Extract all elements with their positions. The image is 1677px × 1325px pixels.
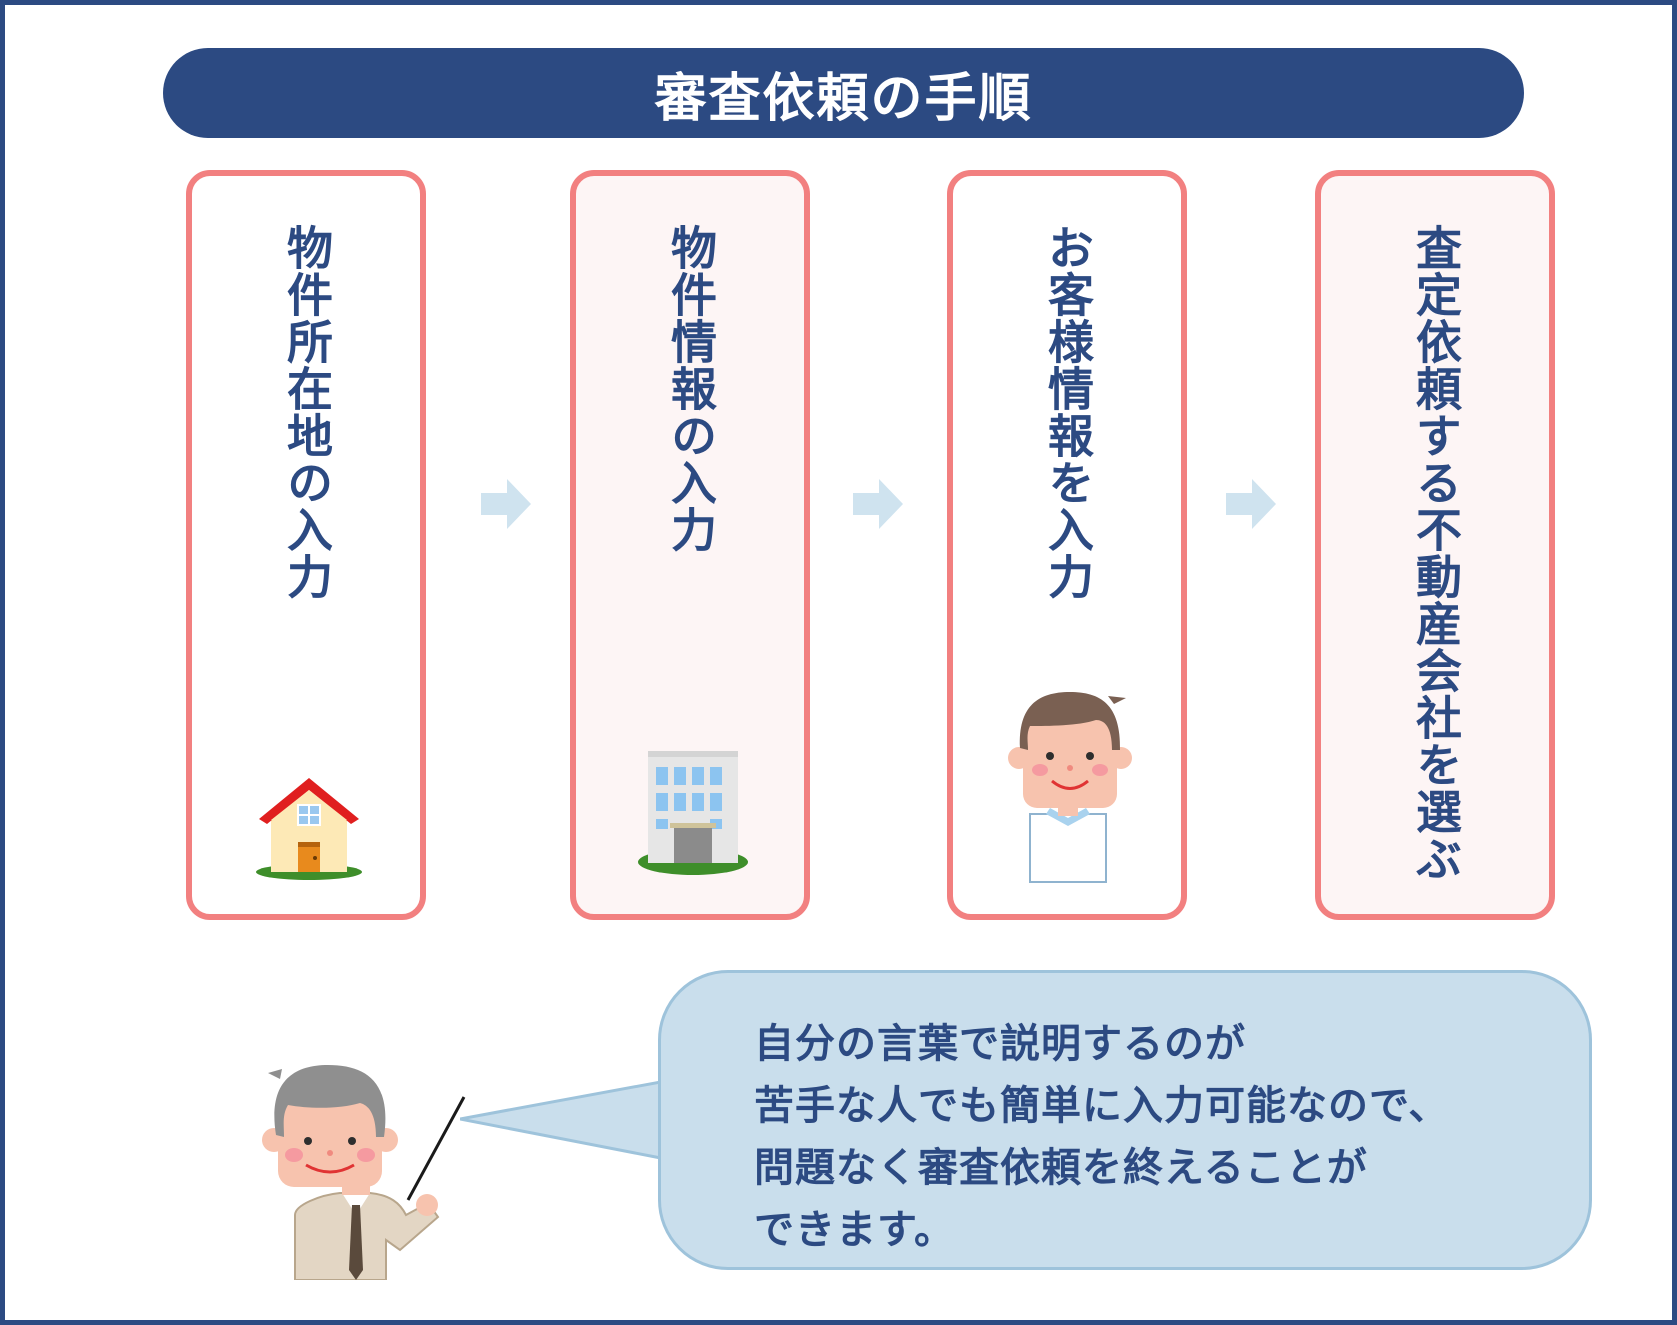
title-banner: 審査依頼の手順 <box>163 48 1524 138</box>
house-icon <box>256 778 362 880</box>
step-label-4: 査定依頼する不動産会社を選ぶ <box>1409 224 1463 882</box>
building-icon <box>638 751 748 875</box>
step-card-3: お客様情報を入力 <box>947 170 1187 920</box>
speech-bubble-tail <box>460 1079 670 1161</box>
arrow-right-icon <box>481 479 531 529</box>
arrow-right-icon <box>1226 479 1276 529</box>
speech-line-1: 自分の言葉で説明するのが <box>754 1021 1246 1067</box>
speech-line-4: できます。 <box>754 1207 955 1253</box>
speech-bubble: 自分の言葉で説明するのが 苦手な人でも簡単に入力可能なので、 問題なく審査依頼を… <box>658 970 1592 1270</box>
step-card-4: 査定依頼する不動産会社を選ぶ <box>1315 170 1555 920</box>
arrow-right-icon <box>853 479 903 529</box>
step-label-2: 物件情報の入力 <box>664 224 718 553</box>
step-label-1: 物件所在地の入力 <box>280 224 334 600</box>
page-title: 審査依頼の手順 <box>654 68 1033 129</box>
customer-icon <box>1008 692 1132 883</box>
step-card-1: 物件所在地の入力 <box>186 170 426 920</box>
speech-line-2: 苦手な人でも簡単に入力可能なので、 <box>754 1083 1450 1129</box>
step-label-3: お客様情報を入力 <box>1041 224 1095 600</box>
presenter-icon <box>262 1065 466 1280</box>
step-card-2: 物件情報の入力 <box>570 170 810 920</box>
speech-line-3: 問題なく審査依頼を終えることが <box>754 1145 1368 1191</box>
